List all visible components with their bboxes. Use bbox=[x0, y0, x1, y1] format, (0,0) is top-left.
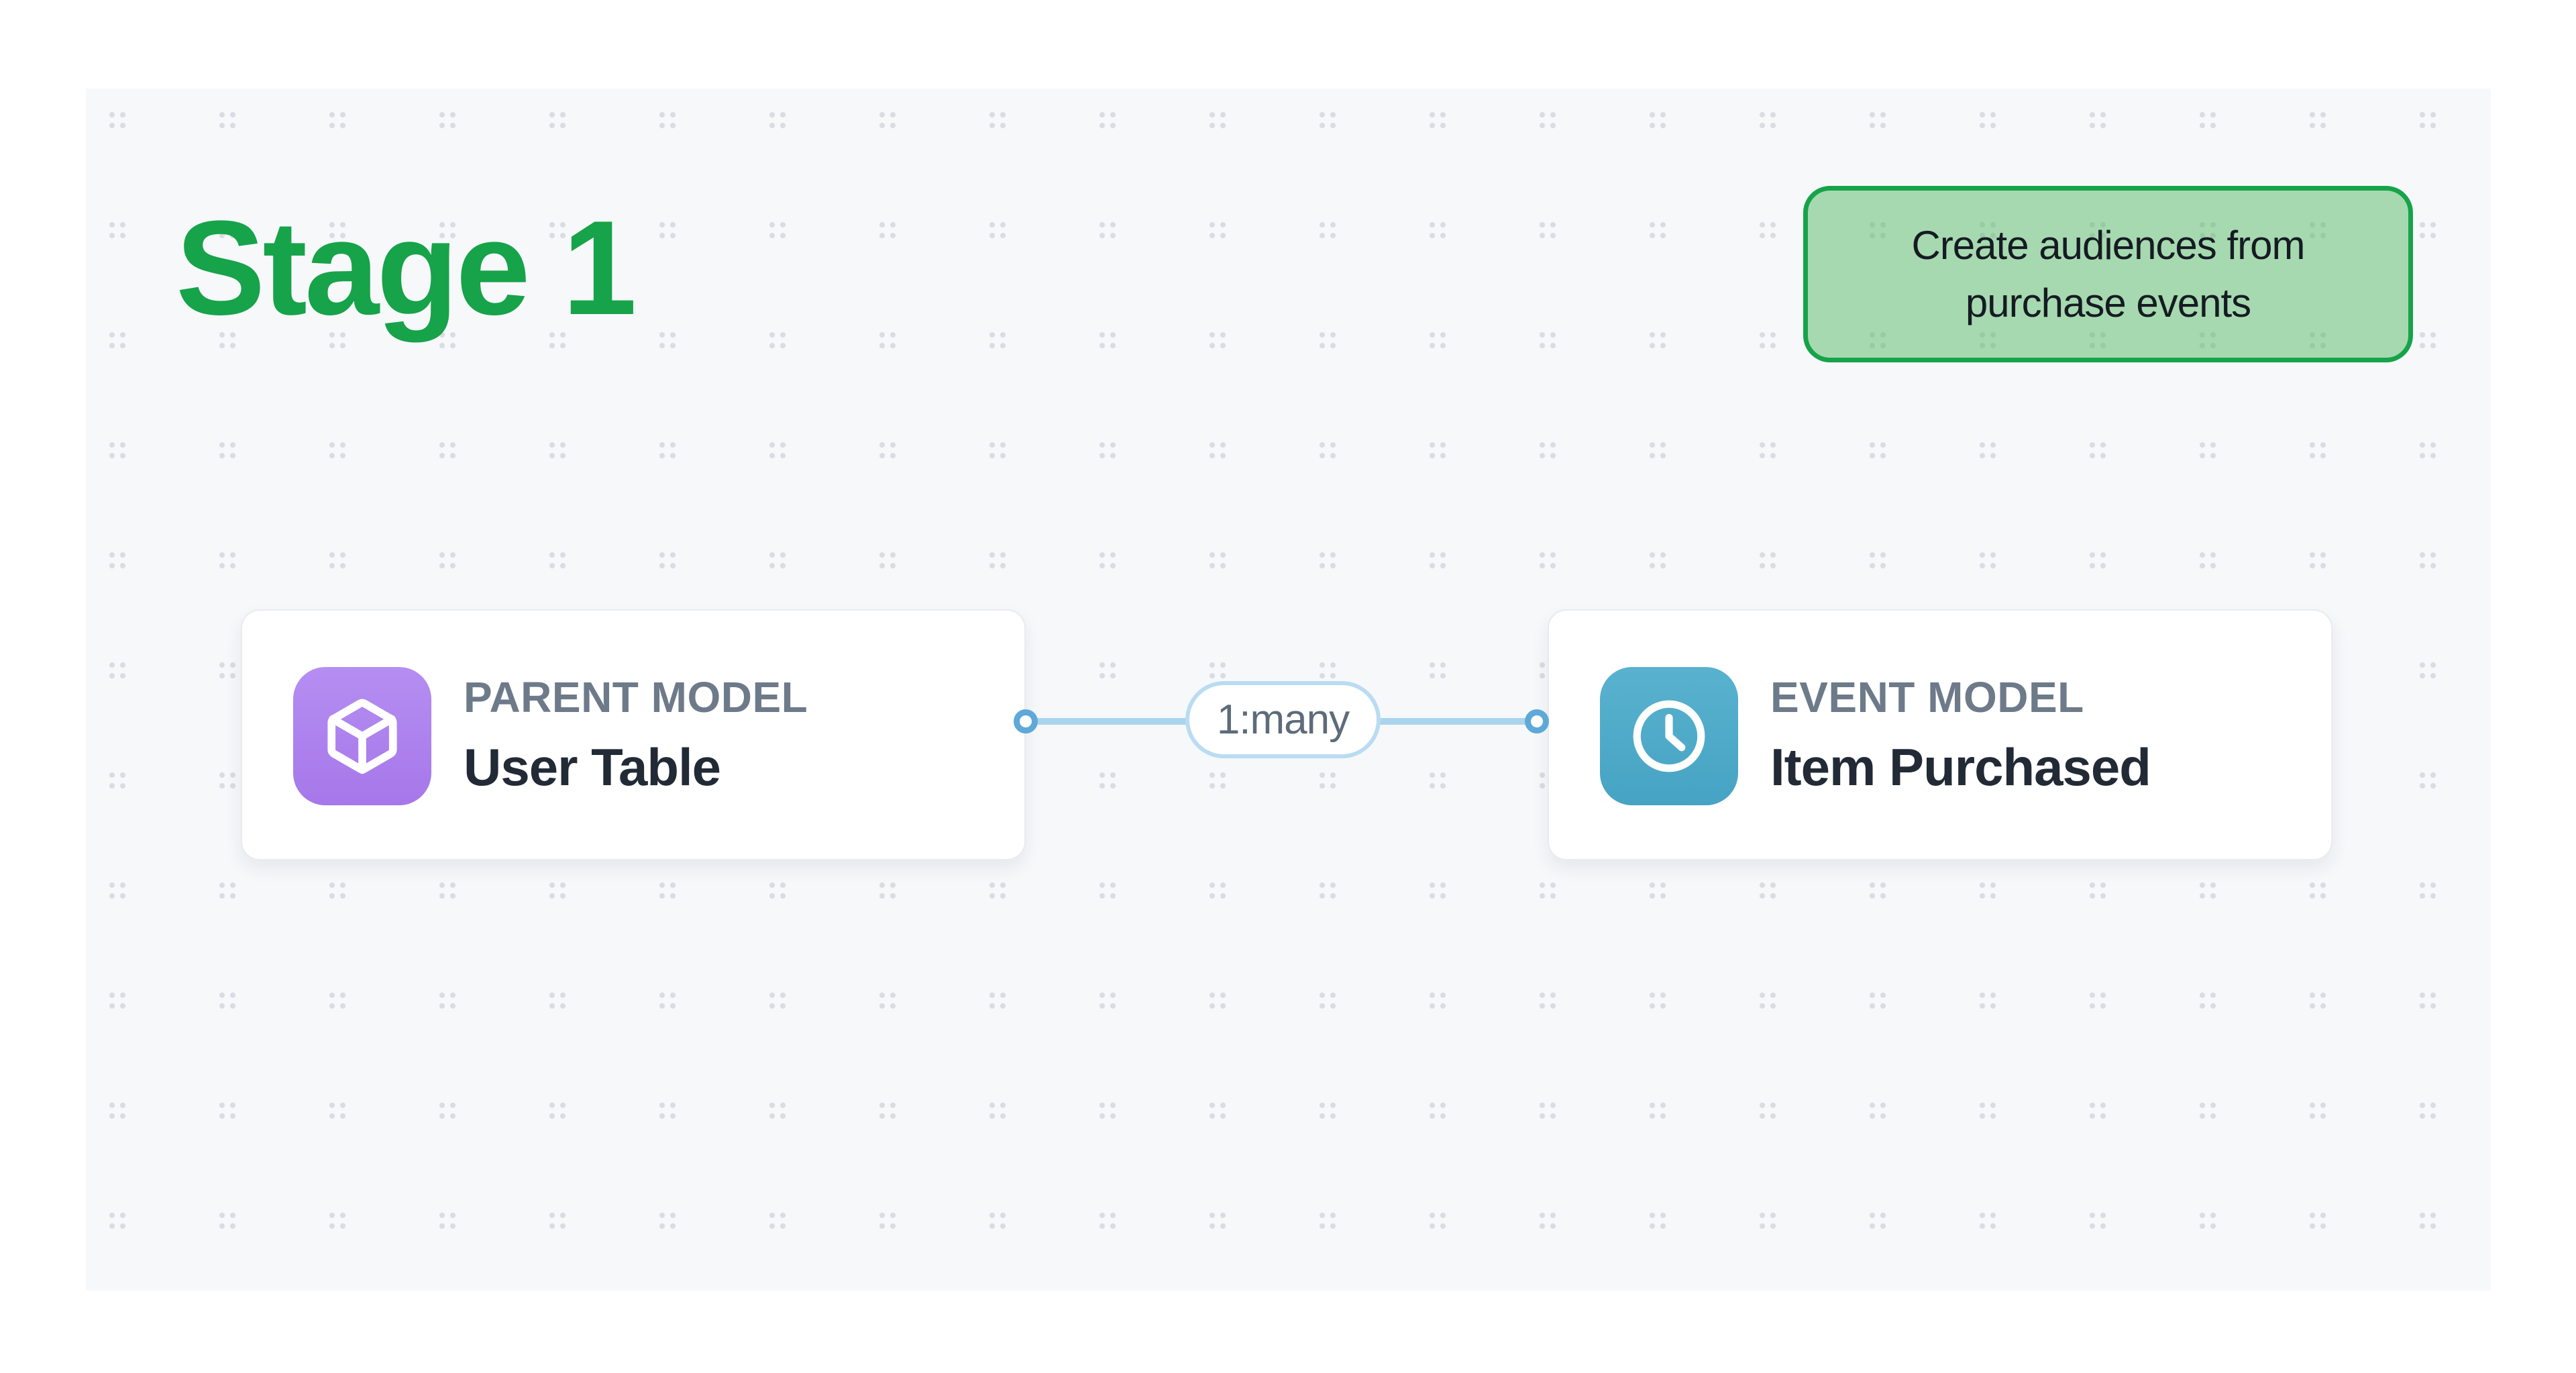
callout-text-line-2: purchase events bbox=[1965, 280, 2251, 325]
flow-canvas[interactable]: Stage 1 Create audiences from purchase e… bbox=[86, 89, 2491, 1290]
connection-handle-target[interactable] bbox=[1525, 709, 1549, 733]
relationship-badge[interactable]: 1:many bbox=[1185, 681, 1381, 758]
node-title: Item Purchased bbox=[1770, 737, 2151, 797]
node-text-block: EVENT MODEL Item Purchased bbox=[1770, 611, 2151, 859]
connection-handle-source[interactable] bbox=[1014, 709, 1038, 733]
node-parent-model[interactable]: PARENT MODEL User Table bbox=[241, 609, 1026, 860]
node-kind-label: PARENT MODEL bbox=[464, 672, 808, 721]
node-text-block: PARENT MODEL User Table bbox=[464, 611, 808, 859]
stage-title: Stage 1 bbox=[176, 193, 637, 343]
node-kind-label: EVENT MODEL bbox=[1770, 672, 2084, 721]
relationship-label: 1:many bbox=[1216, 697, 1350, 743]
clock-icon bbox=[1600, 667, 1738, 805]
callout-text-line-1: Create audiences from bbox=[1911, 222, 2306, 268]
node-title: User Table bbox=[464, 737, 721, 797]
node-event-model[interactable]: EVENT MODEL Item Purchased bbox=[1548, 609, 2332, 860]
callout-create-audiences: Create audiences from purchase events bbox=[1803, 186, 2413, 362]
cube-icon bbox=[293, 667, 431, 805]
